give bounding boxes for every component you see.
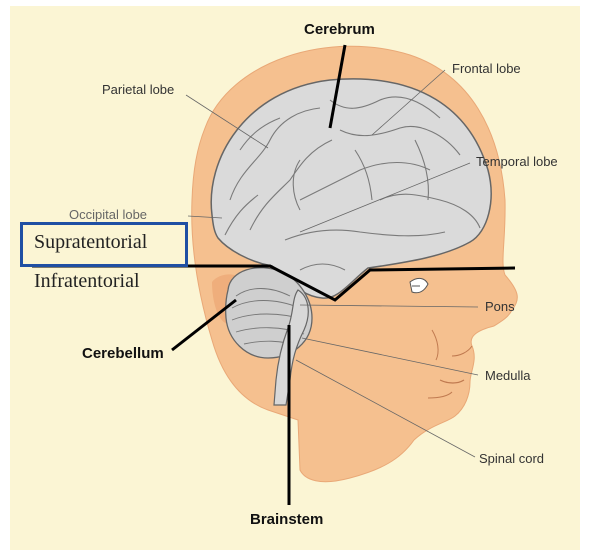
label-frontal-lobe: Frontal lobe [452, 61, 521, 76]
label-infratentorial: Infratentorial [34, 270, 140, 293]
label-spinal-cord: Spinal cord [479, 451, 544, 466]
label-brainstem: Brainstem [250, 511, 323, 528]
label-occipital-lobe: Occipital lobe [69, 207, 147, 222]
label-cerebrum: Cerebrum [304, 21, 375, 38]
label-parietal-lobe: Parietal lobe [102, 82, 174, 97]
label-supratentorial: Supratentorial [34, 231, 147, 254]
label-pons: Pons [485, 299, 515, 314]
label-temporal-lobe: Temporal lobe [476, 154, 558, 169]
label-medulla: Medulla [485, 368, 531, 383]
label-cerebellum: Cerebellum [82, 345, 164, 362]
